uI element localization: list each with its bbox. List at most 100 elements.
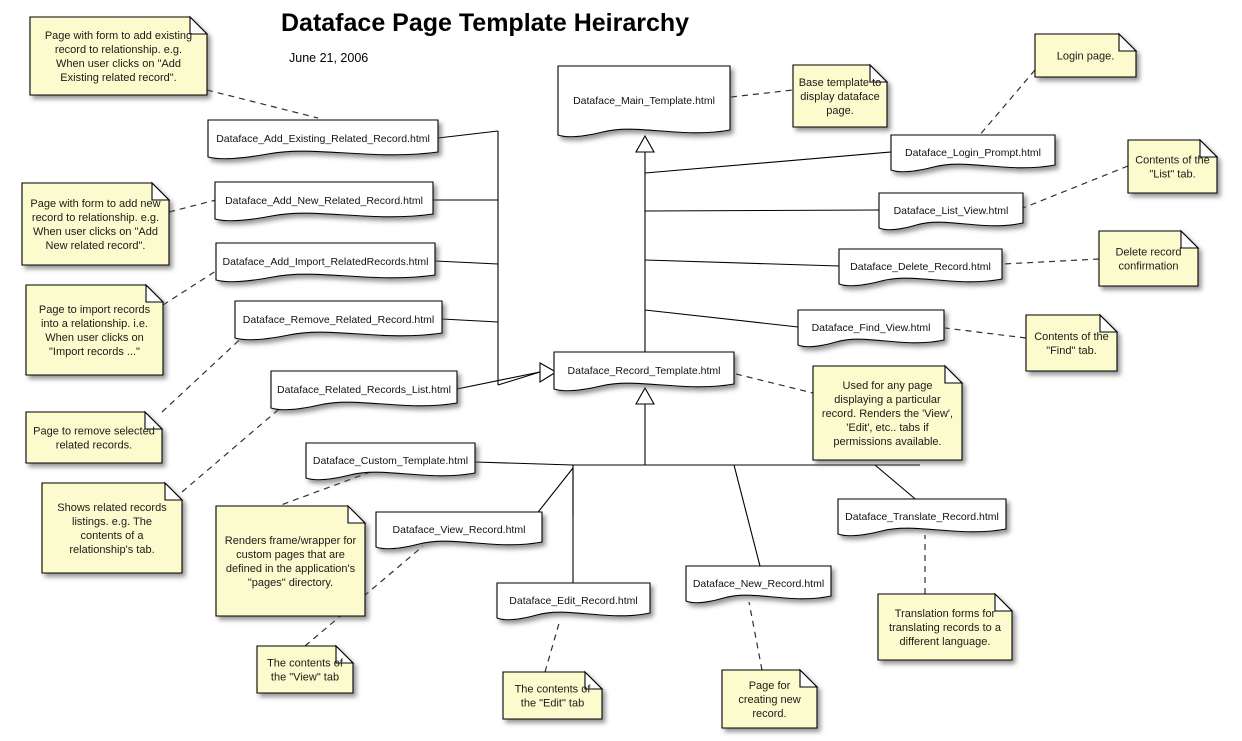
class-box-shape — [878, 192, 1024, 231]
note-line: When user clicks on — [45, 332, 143, 344]
anchor-n-list-tab — [1022, 165, 1129, 209]
class-box-shape — [890, 134, 1056, 173]
class-box-shape — [305, 442, 476, 481]
note-line: display dataface — [800, 91, 880, 103]
sticky-note-n_edit_tab[interactable]: The contents of the "Edit" tab — [502, 670, 604, 720]
class-box-shape — [838, 248, 1003, 287]
note-body — [721, 669, 818, 729]
class-box-find_view[interactable]: Dataface_Find_View.html — [797, 309, 945, 348]
note-line: displaying a particular — [834, 394, 941, 406]
note-line: "pages" directory. — [248, 577, 333, 589]
sticky-note-n_list_tab[interactable]: Contents of the"List" tab. — [1127, 138, 1219, 194]
class-box-add_import[interactable]: Dataface_Add_Import_RelatedRecords.html — [215, 242, 436, 283]
class-box-rel_list[interactable]: Dataface_Related_Records_List.html — [270, 370, 458, 411]
class-box-label: Dataface_New_Record.html — [693, 578, 824, 590]
note-line: creating new — [738, 694, 800, 706]
note-line: Page to remove selected — [33, 426, 155, 438]
class-box-list_view[interactable]: Dataface_List_View.html — [878, 192, 1024, 231]
link-bottom-bus — [474, 461, 920, 466]
class-box-label: Dataface_Main_Template.html — [573, 95, 715, 107]
note-fold-corner — [869, 63, 889, 83]
class-box-label: Dataface_Delete_Record.html — [850, 261, 991, 273]
anchor-n-edit-tab — [544, 619, 561, 673]
class-box-main[interactable]: Dataface_Main_Template.html — [557, 65, 731, 138]
note-line: 'Edit', etc.. tabs if — [846, 422, 929, 434]
sticky-note-n_delete[interactable]: Delete record confirmation — [1098, 229, 1200, 287]
class-box-shape — [685, 565, 832, 604]
link-view-branch — [534, 467, 574, 517]
note-body — [1127, 139, 1218, 194]
note-body — [502, 671, 603, 720]
anchor-n-login — [977, 69, 1036, 138]
connector-layer — [433, 130, 921, 589]
sticky-note-n_remove[interactable]: Page to remove selected related records. — [25, 410, 164, 464]
class-box-translate[interactable]: Dataface_Translate_Record.html — [837, 498, 1007, 537]
anchor-n-rel-list — [181, 403, 286, 493]
class-box-login[interactable]: Dataface_Login_Prompt.html — [890, 134, 1056, 173]
note-line: listings. e.g. The — [72, 516, 152, 528]
note-line: "List" tab. — [1149, 169, 1195, 181]
note-anchor-layer — [161, 69, 1129, 673]
class-box-add_new[interactable]: Dataface_Add_New_Related_Record.html — [214, 181, 434, 222]
note-body — [41, 482, 183, 574]
anchor-n-record — [735, 373, 814, 394]
class-box-label: Dataface_Find_View.html — [812, 322, 931, 334]
note-line: Base template to — [799, 77, 882, 89]
note-line: "Import records ..." — [49, 346, 140, 358]
note-line: related records. — [56, 440, 132, 452]
note-line: Existing related record". — [60, 72, 176, 84]
class-box-view_rec[interactable]: Dataface_View_Record.html — [375, 511, 543, 550]
note-line: record. Renders the 'View', — [822, 408, 953, 420]
class-box-shape — [270, 370, 458, 411]
class-box-remove[interactable]: Dataface_Remove_Related_Record.html — [234, 300, 443, 341]
class-box-edit_rec[interactable]: Dataface_Edit_Record.html — [496, 582, 651, 621]
class-box-new_rec[interactable]: Dataface_New_Record.html — [685, 565, 832, 604]
class-box-custom[interactable]: Dataface_Custom_Template.html — [305, 442, 476, 481]
link-delete — [644, 259, 840, 267]
class-box-add_existing[interactable]: Dataface_Add_Existing_Related_Record.htm… — [207, 119, 439, 160]
class-box-delete[interactable]: Dataface_Delete_Record.html — [838, 248, 1003, 287]
class-box-label: Dataface_View_Record.html — [393, 524, 526, 536]
anchor-n-remove — [161, 329, 251, 413]
note-line: record. — [752, 708, 786, 720]
note-fold-corner — [145, 283, 165, 303]
note-line: When user clicks on "Add — [56, 58, 181, 70]
note-fold-corner — [151, 181, 171, 201]
class-box-record[interactable]: Dataface_Record_Template.html — [553, 351, 735, 392]
note-line: the "Edit" tab — [521, 698, 584, 710]
note-line: permissions available. — [833, 436, 941, 448]
link-list-view — [644, 209, 880, 212]
note-fold-corner — [189, 15, 209, 35]
anchor-n-main — [730, 89, 794, 98]
note-line: Delete record — [1115, 247, 1181, 259]
note-fold-corner — [347, 504, 367, 524]
note-line: confirmation — [1119, 261, 1179, 273]
class-box-shape — [214, 181, 434, 222]
note-line: Page with form to add new — [30, 198, 160, 210]
note-line: translating records to a — [889, 622, 1002, 634]
note-body — [25, 411, 163, 464]
note-line: "Find" tab. — [1046, 345, 1097, 357]
note-line: The contents of — [515, 684, 592, 696]
anchor-n-add-new — [168, 199, 217, 213]
link-login — [644, 151, 892, 174]
sticky-note-n_find_tab[interactable]: Contents of the"Find" tab. — [1025, 313, 1119, 372]
note-line: Shows related records — [57, 502, 167, 514]
sticky-note-n_login[interactable]: Login page. — [1034, 32, 1138, 78]
note-line: Page with form to add existing — [45, 30, 192, 42]
class-box-shape — [375, 511, 543, 550]
note-fold-corner — [584, 670, 604, 690]
note-body — [25, 284, 164, 376]
